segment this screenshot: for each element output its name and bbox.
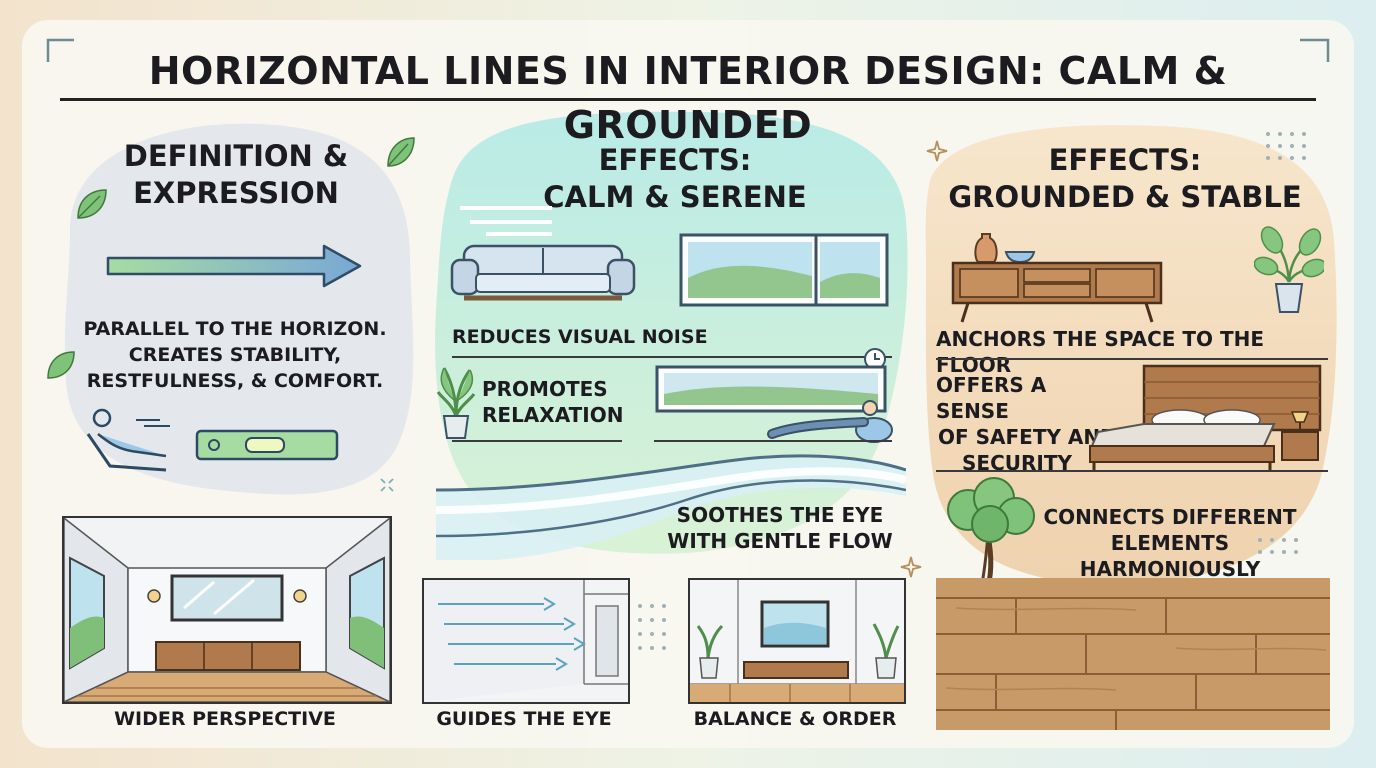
calm-item-relaxation-line2: RELAXATION	[482, 403, 624, 427]
spirit-level-icon	[195, 429, 339, 461]
clock-icon	[864, 348, 886, 370]
wider-perspective-image	[62, 516, 392, 704]
calm-heading-line1: EFFECTS:	[598, 143, 752, 177]
grounded-item-anchors: ANCHORS THE SPACE TO THE FLOOR	[936, 327, 1265, 377]
balance-order-caption: BALANCE & ORDER	[693, 708, 897, 730]
guides-the-eye-caption: GUIDES THE EYE	[436, 708, 612, 730]
calm-item-soothes-line2: WITH GENTLE FLOW	[667, 529, 893, 553]
flowing-wave	[436, 454, 906, 560]
page-title: HORIZONTAL LINES IN INTERIOR DESIGN: CAL…	[60, 44, 1316, 147]
grounded-item-connects: CONNECTS DIFFERENT ELEMENTS HARMONIOUSLY	[1040, 504, 1300, 582]
leaf-icon	[47, 351, 75, 379]
grounded-divider-3	[1084, 470, 1328, 472]
plant-icon	[436, 367, 476, 439]
calm-item-relaxation-line1: PROMOTES	[482, 377, 608, 401]
reclining-person-icon	[767, 400, 893, 443]
leaf-icon	[387, 137, 415, 167]
grounded-heading-line1: EFFECTS:	[1048, 143, 1202, 177]
sideboard-icon	[951, 261, 1163, 323]
calm-divider-1	[452, 356, 892, 358]
window-icon	[655, 365, 887, 413]
guides-the-eye-image	[422, 578, 630, 704]
grounded-item-connects-line3: HARMONIOUSLY	[1079, 557, 1261, 581]
sofa-icon	[450, 244, 636, 301]
grounded-heading: EFFECTS: GROUNDED & STABLE	[940, 142, 1310, 216]
definition-heading-line2: EXPRESSION	[133, 176, 339, 210]
leaf-icon	[77, 189, 107, 219]
sparkle-icon	[380, 478, 394, 492]
grounded-item-connects-line1: CONNECTS DIFFERENT	[1043, 505, 1297, 529]
calm-heading: EFFECTS: CALM & SERENE	[520, 142, 830, 216]
wood-floor	[936, 578, 1330, 730]
vase-icon	[974, 233, 1036, 264]
calm-divider-3	[654, 440, 892, 442]
grounded-heading-line2: GROUNDED & STABLE	[948, 180, 1302, 214]
definition-heading-line1: DEFINITION &	[123, 139, 349, 173]
calm-item-soothes-line1: SOOTHES THE EYE	[676, 503, 884, 527]
plant-icon	[1254, 226, 1324, 313]
calm-heading-line2: CALM & SERENE	[543, 180, 807, 214]
calm-divider-2	[452, 440, 622, 442]
grounded-divider-1	[936, 358, 1328, 360]
reclining-person-icon	[86, 408, 170, 472]
definition-body-line3: RESTFULNESS, & COMFORT.	[86, 370, 384, 392]
balance-order-image	[688, 578, 906, 704]
calm-item-relaxation: PROMOTES RELAXATION	[482, 376, 642, 428]
bed-icon	[1089, 364, 1322, 472]
grounded-item-safety-line1: OFFERS A SENSE	[936, 373, 1047, 423]
grounded-divider-2	[936, 470, 1096, 472]
grounded-item-connects-line2: ELEMENTS	[1110, 531, 1230, 555]
definition-heading: DEFINITION & EXPRESSION	[96, 138, 376, 212]
calm-item-reduces: REDUCES VISUAL NOISE	[452, 326, 708, 348]
arrow-right-icon	[106, 244, 362, 288]
speed-lines	[460, 206, 552, 236]
definition-body-line2: CREATES STABILITY,	[128, 344, 342, 366]
tree-icon	[947, 477, 1035, 625]
window-icon	[679, 233, 889, 307]
calm-item-soothes: SOOTHES THE EYE WITH GENTLE FLOW	[660, 502, 900, 554]
definition-body-line1: PARALLEL TO THE HORIZON.	[83, 318, 387, 340]
sparkle-icon	[900, 556, 922, 578]
grounded-item-safety-line2: OF SAFETY AND	[938, 425, 1117, 449]
wider-perspective-caption: WIDER PERSPECTIVE	[114, 708, 336, 730]
sparkle-icon	[926, 140, 948, 162]
definition-body: PARALLEL TO THE HORIZON. CREATES STABILI…	[70, 316, 400, 394]
